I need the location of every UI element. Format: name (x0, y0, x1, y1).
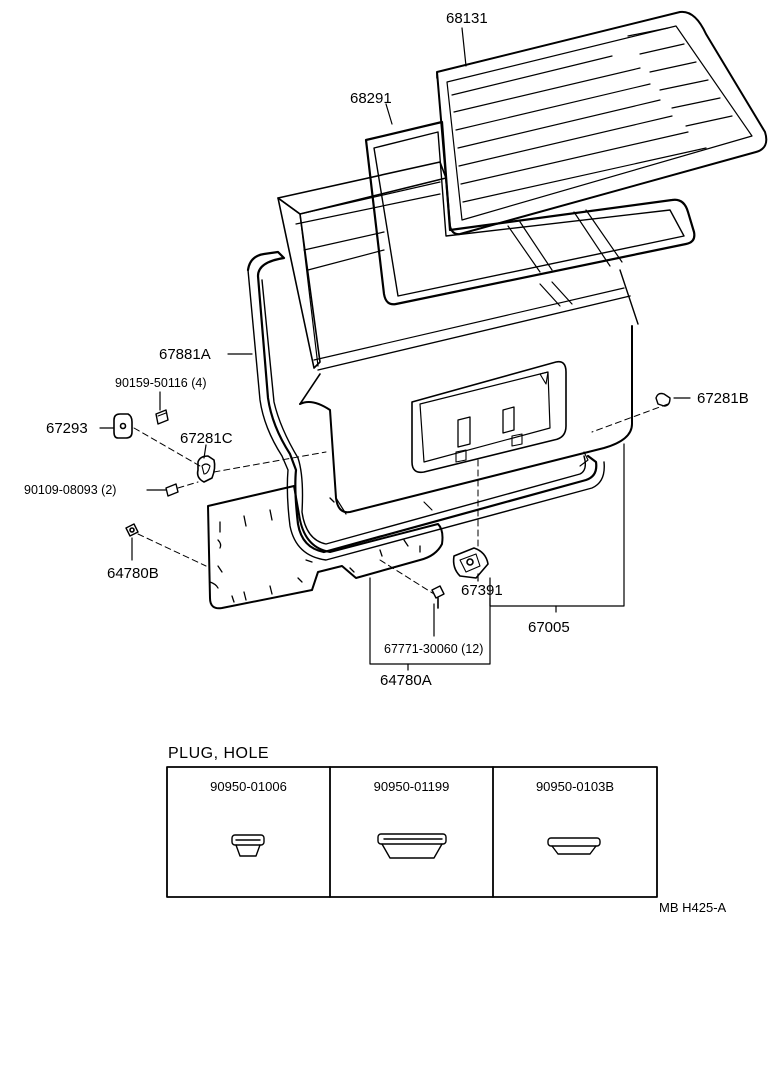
plug-icon-3 (547, 837, 601, 855)
dashed-lines (133, 403, 669, 595)
back-door-frame (277, 161, 639, 371)
trim-board-64780A[interactable] (207, 485, 444, 610)
bumper-67281B[interactable] (655, 392, 671, 407)
bumper-67281C[interactable] (196, 455, 216, 483)
screw-90109[interactable] (165, 483, 179, 497)
back-door-panel-67005[interactable] (299, 325, 633, 515)
label-67281B[interactable]: 67281B (697, 390, 749, 407)
diagram-code: MB H425-A (659, 900, 727, 915)
plug-table-title: PLUG, HOLE (168, 745, 270, 762)
weatherstrip-68291[interactable] (364, 120, 696, 306)
bolt-90159[interactable] (155, 409, 169, 425)
clip-67771[interactable] (431, 585, 445, 609)
label-68291[interactable]: 68291 (350, 90, 392, 107)
label-90159-50116[interactable]: 90159-50116 (4) (115, 376, 207, 390)
label-67293[interactable]: 67293 (46, 420, 88, 437)
plug-part-number-3[interactable]: 90950-0103B (535, 779, 615, 794)
label-67391[interactable]: 67391 (461, 582, 503, 599)
label-90109-08093[interactable]: 90109-08093 (2) (24, 483, 117, 497)
label-67005[interactable]: 67005 (528, 619, 570, 636)
plug-icon-2 (377, 833, 447, 859)
label-67881A[interactable]: 67881A (159, 346, 211, 363)
label-67771-30060[interactable]: 67771-30060 (12) (384, 642, 484, 656)
plug-part-number-2[interactable]: 90950-01199 (373, 779, 450, 794)
lock-striker-67391[interactable] (452, 547, 489, 579)
label-64780B[interactable]: 64780B (107, 565, 159, 582)
clip-64780B[interactable] (125, 523, 139, 537)
leader-lines (99, 27, 691, 671)
weatherstrip-67881A[interactable] (246, 250, 605, 561)
hinge-cover-67293[interactable] (113, 413, 133, 439)
plug-part-number-1[interactable]: 90950-01006 (210, 779, 287, 794)
label-68131[interactable]: 68131 (446, 10, 488, 27)
plug-icon-1 (231, 834, 265, 857)
plug-table (166, 766, 658, 898)
label-64780A[interactable]: 64780A (380, 672, 432, 689)
label-67281C[interactable]: 67281C (180, 430, 233, 447)
rear-glass-68131[interactable] (436, 10, 768, 236)
